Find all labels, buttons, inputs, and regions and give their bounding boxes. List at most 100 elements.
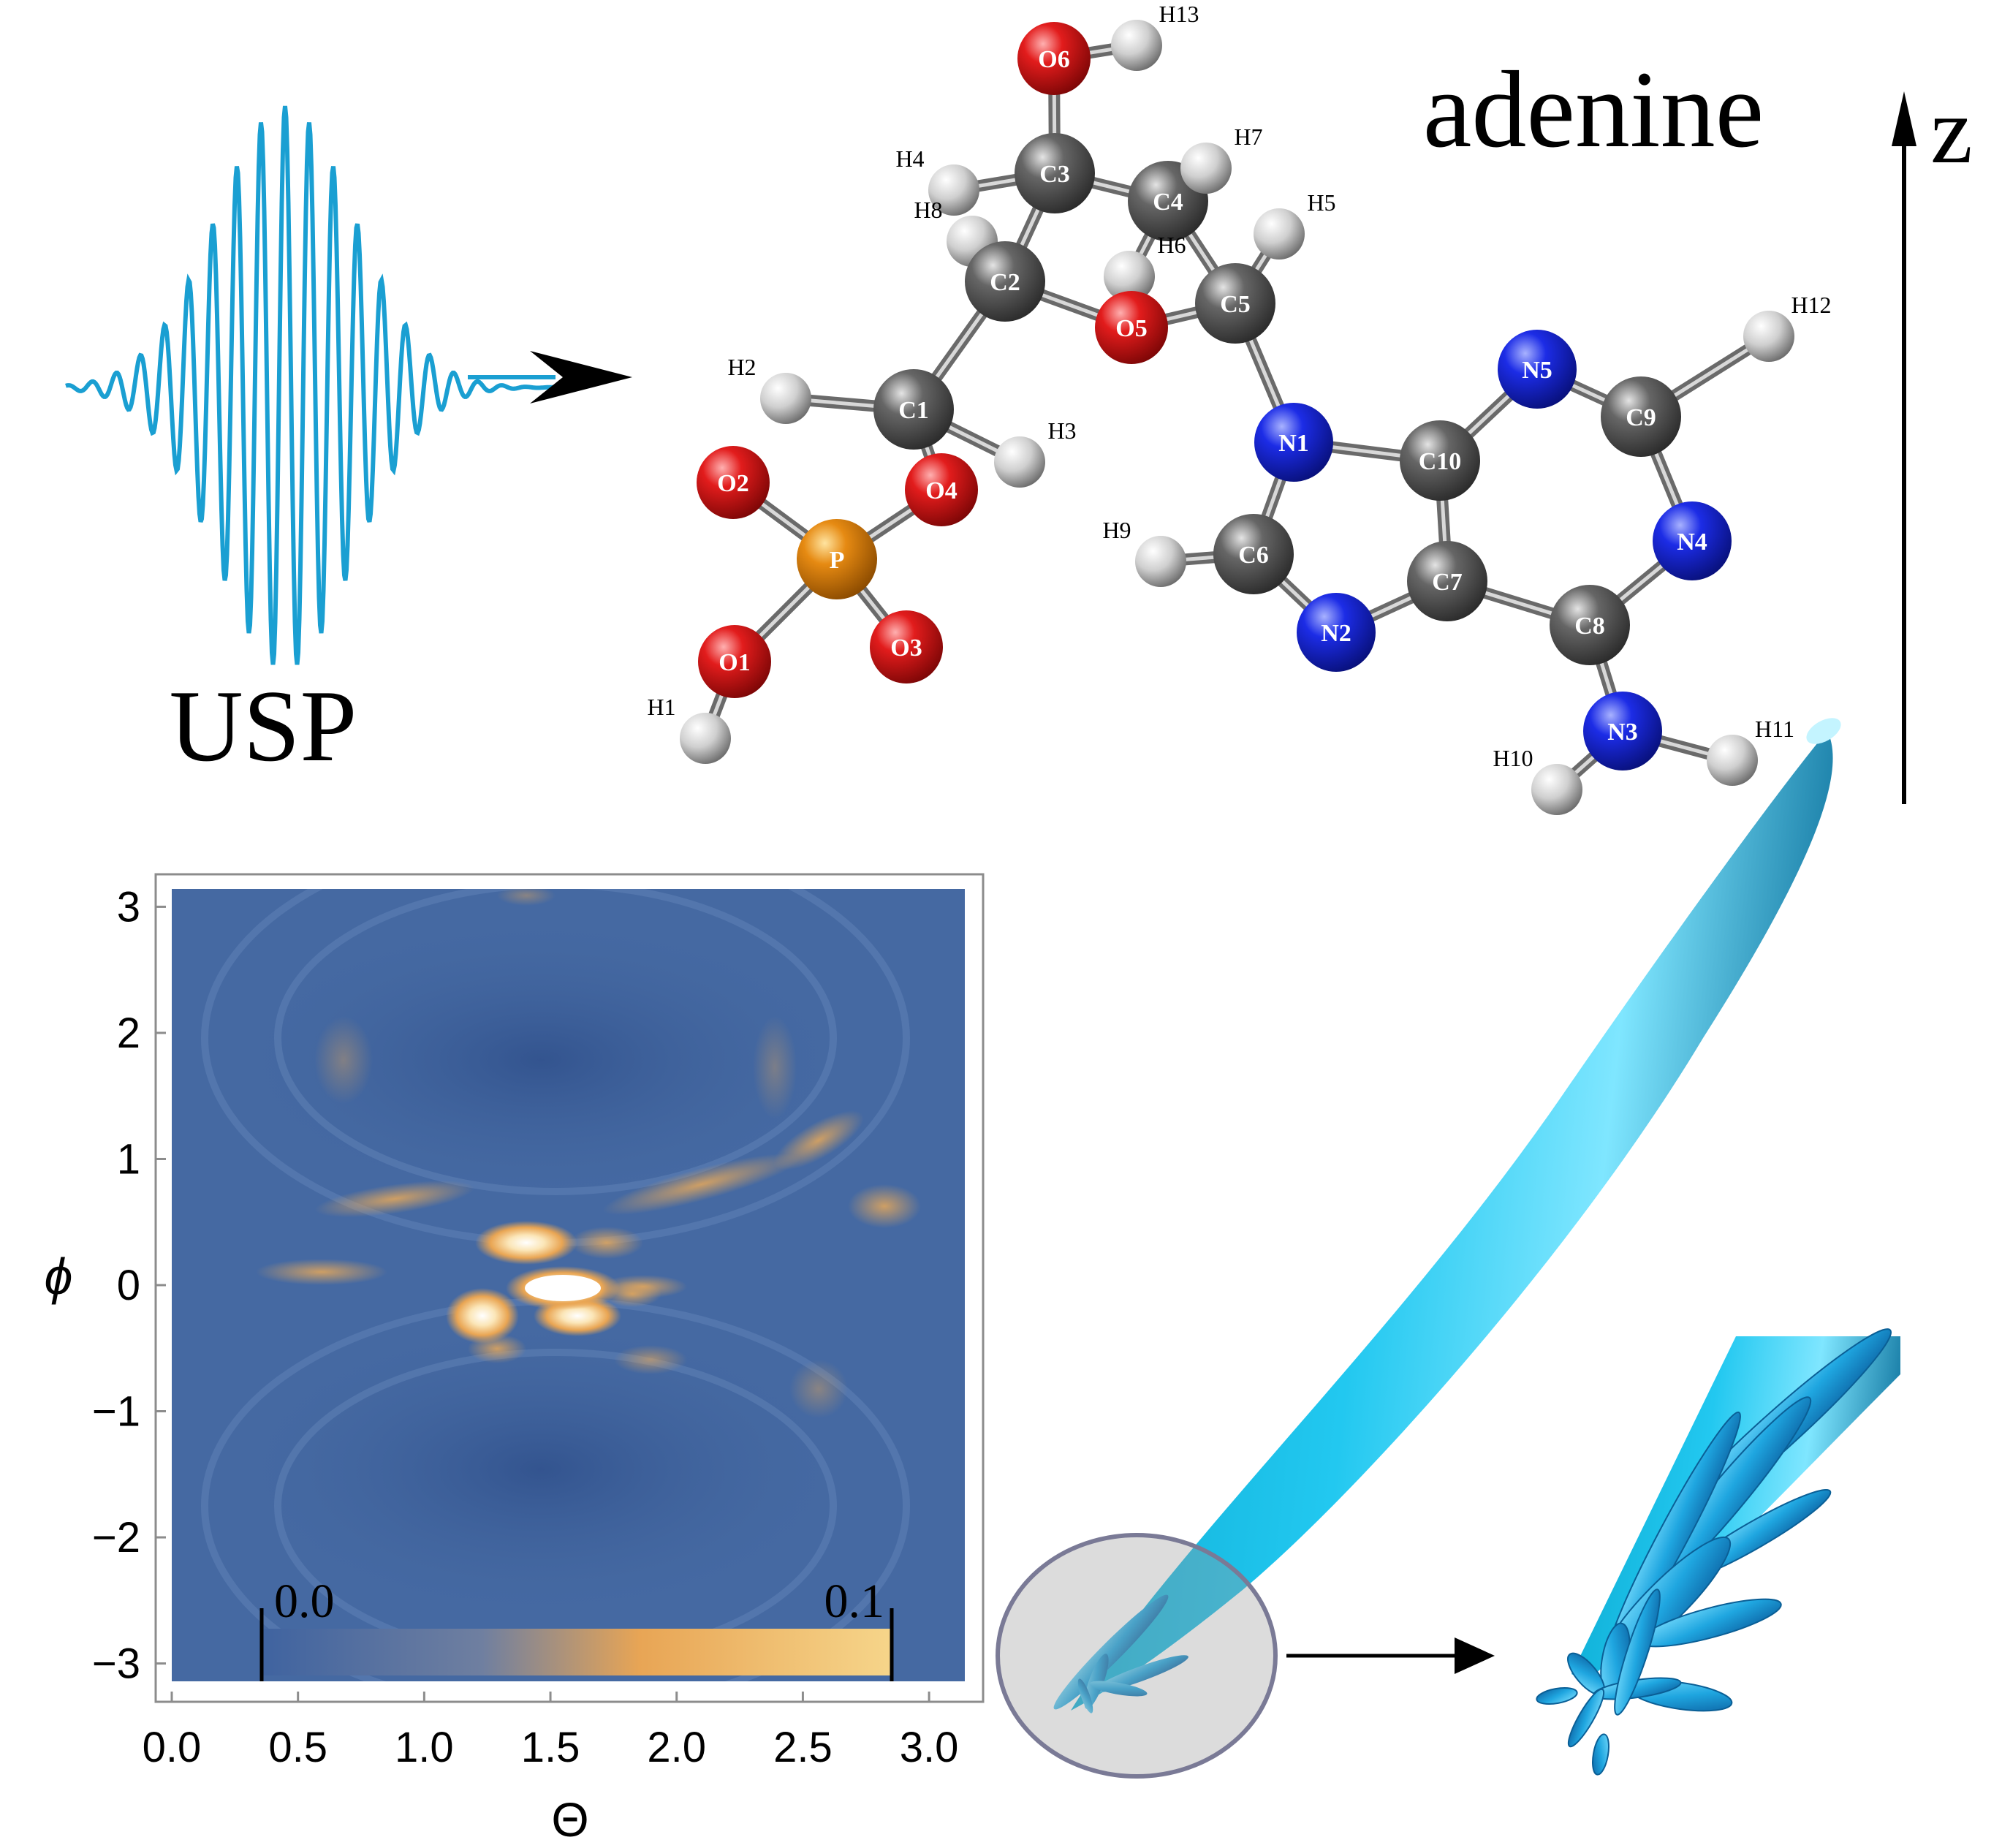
- atom-n3: N3: [1583, 692, 1662, 770]
- atom-label: C8: [1574, 613, 1605, 640]
- x-tick-label: 1.0: [395, 1724, 454, 1771]
- atom-label: O1: [718, 649, 750, 676]
- y-axis-label: ϕ: [45, 1248, 73, 1305]
- y-tick-label: 1: [117, 1135, 140, 1183]
- atom-c8: C8: [1550, 585, 1630, 665]
- atom-label: C3: [1039, 161, 1070, 188]
- colorbar-min-label: 0.0: [274, 1575, 335, 1628]
- x-tick-label: 2.0: [647, 1724, 706, 1771]
- usp-pulse: USP: [65, 105, 632, 783]
- atom-label: O6: [1038, 46, 1069, 73]
- zoomed-lobes-inset: [1536, 1328, 1900, 1776]
- atom-h2: H2: [727, 354, 811, 424]
- atom-label: C4: [1153, 189, 1183, 216]
- atom-label: H9: [1102, 517, 1131, 543]
- atom-label: N3: [1607, 719, 1638, 746]
- atom-h12: H12: [1743, 292, 1832, 362]
- atom-label: H5: [1307, 189, 1335, 216]
- zoom-arrow-head: [1455, 1637, 1495, 1674]
- colorbar: 0.0 0.1: [259, 1575, 894, 1681]
- atom-o4: O4: [905, 453, 978, 526]
- atom-label: H4: [895, 145, 924, 172]
- x-tick-label: 0.0: [143, 1724, 202, 1771]
- y-tick-label: 3: [117, 883, 140, 931]
- atom-h10: H10: [1493, 745, 1582, 815]
- pulse-waveform: [65, 105, 555, 665]
- atom-label: C1: [898, 397, 929, 424]
- atom-n1: N1: [1254, 403, 1333, 482]
- atom-label: H7: [1234, 124, 1262, 150]
- y-tick-label: −1: [92, 1388, 140, 1436]
- atom-label: H3: [1047, 417, 1076, 444]
- atom-label: H10: [1493, 745, 1533, 771]
- atom-label: P: [830, 547, 845, 574]
- atom-label: O2: [717, 470, 748, 497]
- atom-c5: C5: [1195, 263, 1275, 344]
- atom-o1: O1: [698, 625, 771, 698]
- atom-c2: C2: [965, 241, 1045, 322]
- atom-h3: H3: [994, 417, 1077, 488]
- atom-label: C10: [1419, 448, 1462, 475]
- atom-o3: O3: [870, 610, 943, 683]
- atom-c3: C3: [1015, 133, 1095, 213]
- colorbar-max-label: 0.1: [824, 1575, 885, 1628]
- atom-label: C9: [1626, 404, 1656, 431]
- colorbar-gradient: [262, 1629, 892, 1675]
- atom-label: H13: [1159, 1, 1199, 27]
- atom-label: N2: [1321, 620, 1351, 647]
- atom-label: O3: [890, 635, 922, 662]
- atom-h9: H9: [1102, 517, 1186, 587]
- atom-o2: O2: [697, 446, 770, 519]
- atom-c1: C1: [873, 369, 954, 450]
- atom-label: C7: [1432, 569, 1463, 596]
- x-tick-label: 1.5: [521, 1724, 580, 1771]
- usp-label: USP: [170, 670, 357, 783]
- atom-label: N1: [1278, 430, 1309, 457]
- molecule-title: adenine: [1423, 49, 1764, 170]
- atom-c6: C6: [1213, 514, 1294, 594]
- atom-h7: H7: [1180, 124, 1263, 194]
- atom-label: O4: [925, 477, 957, 504]
- y-tick-label: −2: [92, 1514, 140, 1561]
- atom-h1: H1: [647, 694, 731, 764]
- magnifier-circle: [996, 1533, 1278, 1779]
- atom-c7: C7: [1407, 541, 1487, 621]
- y-tick-label: −3: [92, 1640, 140, 1688]
- atom-n5: N5: [1498, 330, 1577, 409]
- y-tick-label: 2: [117, 1010, 140, 1057]
- pulse-arrow-head: [530, 351, 632, 404]
- side-lobes: [1053, 1594, 1188, 1713]
- atom-o5: O5: [1095, 291, 1168, 364]
- heatmap-field: [172, 889, 965, 1681]
- atom-label: C2: [990, 269, 1020, 296]
- z-axis-arrowhead: [1892, 91, 1916, 146]
- atom-h5: H5: [1254, 189, 1336, 260]
- x-axis-label: Θ: [551, 1792, 588, 1847]
- atom-label: O5: [1115, 315, 1147, 342]
- atom-label: N5: [1522, 357, 1552, 384]
- atom-label: H2: [727, 354, 756, 380]
- x-tick-label: 2.5: [773, 1724, 833, 1771]
- atom-o6: O6: [1017, 22, 1091, 95]
- atom-n4: N4: [1653, 501, 1732, 580]
- atom-label: H1: [647, 694, 675, 720]
- atom-c9: C9: [1601, 376, 1681, 457]
- atom-c10: C10: [1400, 420, 1480, 501]
- z-axis: z: [1892, 78, 1973, 804]
- atom-label: H6: [1157, 232, 1186, 258]
- z-axis-label: z: [1930, 78, 1973, 183]
- atom-label: C5: [1220, 291, 1251, 318]
- atom-label: N4: [1677, 529, 1707, 556]
- atom-p: P: [797, 519, 877, 599]
- atom-h6: H6: [1104, 232, 1186, 302]
- atom-h11: H11: [1707, 716, 1794, 786]
- x-tick-label: 0.5: [268, 1724, 327, 1771]
- atom-h13: H13: [1111, 1, 1199, 71]
- atom-label: H11: [1755, 716, 1794, 742]
- atom-h4: H4: [895, 145, 979, 216]
